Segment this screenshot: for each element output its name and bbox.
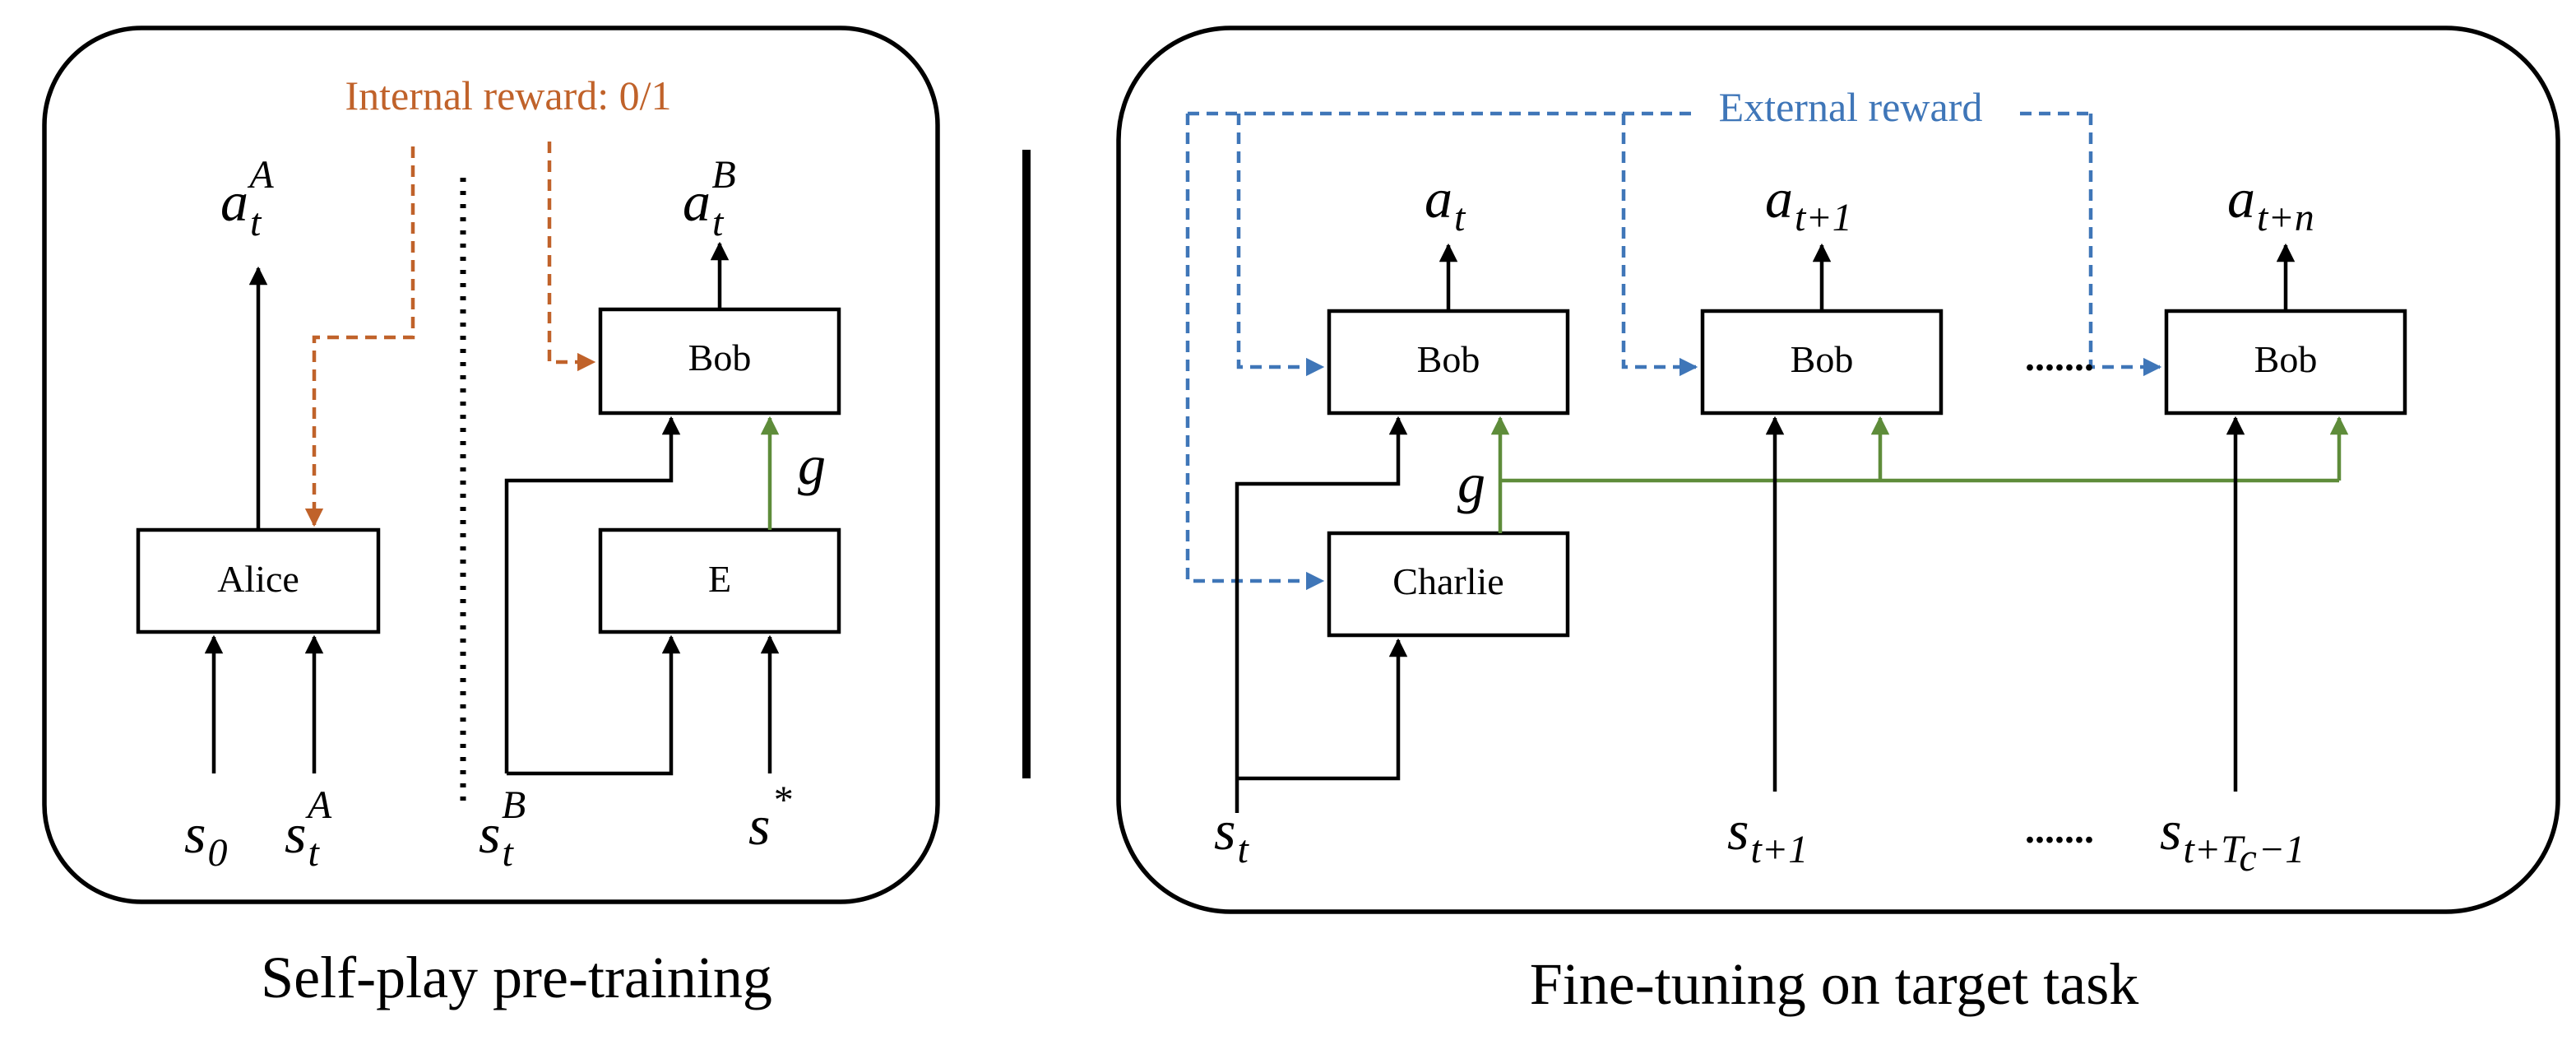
sstar-label: s* [748,778,791,857]
fine-tuning-caption: Fine-tuning on target task [1530,951,2139,1017]
bob-label-3: Bob [2254,338,2318,380]
self-play-caption: Self-play pre-training [261,945,772,1010]
bob1-action-label: at [1425,167,1466,239]
bob-node-1: Bob [1327,309,1570,416]
external-reward-edge-bob2 [1621,114,1698,377]
internal-reward-edge-alice [304,146,415,527]
alice-box [136,527,381,634]
stB-to-e-edge [507,634,681,776]
bob3-action-label: at+n [2227,167,2314,239]
st-label: st [1214,799,1249,871]
stB-label: stB [479,783,526,875]
goal-label-finetune: g [1457,452,1485,514]
bob-box-3 [2164,309,2407,416]
bob-node-3: Bob [2164,309,2407,416]
bob-node-selfplay: Bob [598,307,841,416]
external-reward-edge-bob1 [1236,114,1325,377]
external-reward-edge-charlie [1185,114,1325,591]
e-node: E [598,527,841,634]
ellipsis-top: ....... [2025,336,2094,379]
bob-node-2: Bob [1700,309,1944,416]
bob-label-1: Bob [1417,338,1480,380]
st-to-charlie-edge [1237,638,1408,781]
bob-action-label-selfplay: atB [683,153,736,244]
external-reward-label: External reward [1719,84,1983,130]
charlie-node: Charlie [1327,531,1570,638]
fine-tuning-panel: External reward Bob at Bob at+1 . [1116,26,2560,1017]
bob-label-2: Bob [1791,338,1854,380]
internal-reward-label: Internal reward: 0/1 [345,72,671,118]
fine-tuning-panel-border [1116,26,2560,914]
alice-label: Alice [217,558,299,600]
stTc-label: st+Tc−1 [2160,799,2305,880]
charlie-box [1327,531,1570,638]
charlie-label: Charlie [1392,560,1503,602]
stB-to-bob-edge [504,416,681,773]
bob-box-2 [1700,309,1944,416]
goal-label-selfplay: g [798,434,826,496]
stA-label: stA [285,783,332,875]
e-box [598,527,841,634]
st1-label: st+1 [1727,799,1808,871]
ellipsis-bottom: ....... [2025,808,2094,852]
bob-label-selfplay: Bob [688,337,752,379]
st-to-bob1-edge [1235,416,1408,813]
self-play-panel: Internal reward: 0/1 Alice atA Bob atB [42,26,940,1010]
e-label: E [708,558,731,600]
bob2-action-label: at+1 [1765,167,1852,239]
s0-label: s0 [184,802,227,875]
bob-box-1 [1327,309,1570,416]
alice-node: Alice [136,527,381,634]
external-reward-edge-bob3 [2088,114,2162,377]
internal-reward-edge-bob [547,142,596,372]
alice-action-label: atA [220,153,274,244]
